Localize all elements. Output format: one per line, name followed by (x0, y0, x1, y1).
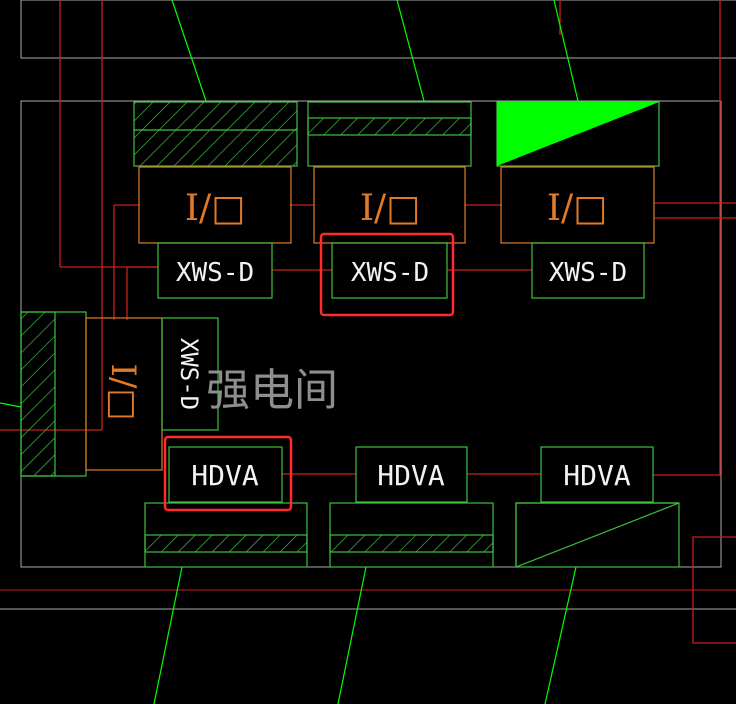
highlight-boxes (163, 232, 455, 512)
xws-d-label-3: XWS-D (549, 258, 627, 288)
top-equipment-row: I/□ I/□ I/□ XWS-D XWS-D XWS-D (133, 101, 660, 299)
bottom-equipment-row: HDVA HDVA HDVA (144, 446, 680, 568)
hdva-label-2: HDVA (377, 459, 445, 492)
hdva-label-1: HDVA (191, 459, 259, 492)
xws-d-label-2: XWS-D (351, 258, 429, 288)
hdva-label-3: HDVA (563, 459, 631, 492)
xws-d-box-2 (331, 242, 448, 299)
highlight-xws-d (319, 232, 455, 317)
left-equipment-group: I/□ XWS-D (20, 311, 219, 477)
hatched-block-top-1 (133, 101, 298, 167)
room-label: 强电间 (206, 365, 338, 416)
green-triangle-fill (497, 102, 659, 166)
io-label-left: I/□ (103, 363, 143, 420)
xws-d-box-1 (157, 242, 273, 299)
highlight-hdva (163, 435, 293, 512)
hdva-box-2 (355, 446, 468, 503)
io-label-2: I/□ (360, 188, 420, 229)
xws-d-label-left: XWS-D (175, 338, 203, 410)
green-leaders (0, 0, 579, 704)
xws-d-box-left (161, 317, 219, 431)
hdva-box-3 (540, 446, 654, 503)
io-label-1: I/□ (185, 188, 245, 229)
red-wiring (0, 0, 736, 644)
diagonal-block-bottom-3 (515, 502, 680, 568)
io-label-3: I/□ (547, 188, 607, 229)
background-lines (0, 0, 736, 610)
hdva-box-1 (168, 446, 283, 503)
xws-d-label-1: XWS-D (176, 258, 254, 288)
xws-d-box-3 (531, 242, 645, 299)
